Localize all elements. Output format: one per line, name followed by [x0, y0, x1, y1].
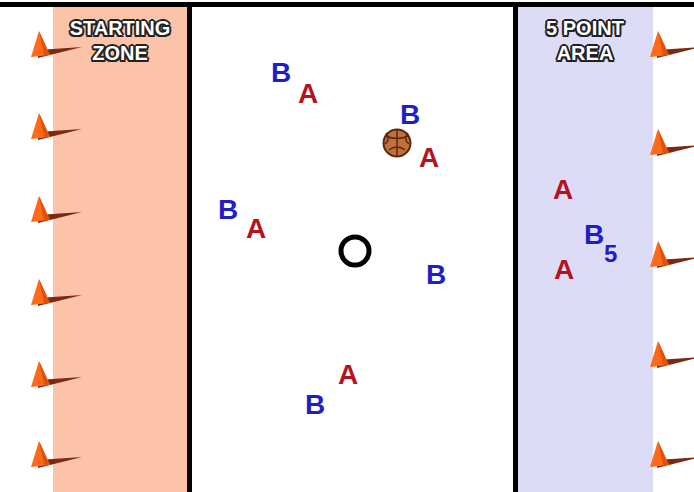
player-marker: 5: [604, 242, 617, 266]
player-marker: B: [305, 391, 325, 419]
cone-row: [31, 31, 82, 468]
player-marker: A: [554, 256, 574, 284]
top-line: [0, 2, 694, 7]
zone-title: STARTING ZONE: [59, 16, 181, 66]
field-line: [513, 4, 518, 492]
player-marker: B: [426, 261, 446, 289]
zone-band: 5 POINT AREA: [518, 6, 652, 492]
cone-row: [650, 31, 694, 468]
soccer-ball: [384, 130, 411, 157]
player-marker: A: [553, 176, 573, 204]
player-marker: B: [271, 59, 291, 87]
starting-zone-fill: [53, 6, 189, 492]
marker-ring: [341, 237, 369, 265]
zone-band: STARTING ZONE: [53, 6, 187, 492]
player-marker: A: [419, 144, 439, 172]
zone-title: 5 POINT AREA: [524, 16, 646, 66]
player-marker: B: [218, 196, 238, 224]
point-area-fill: [517, 6, 653, 492]
player-marker: B: [400, 101, 420, 129]
player-marker: B: [584, 221, 604, 249]
player-marker: A: [246, 215, 266, 243]
player-marker: A: [298, 80, 318, 108]
player-marker: A: [338, 361, 358, 389]
field-line: [187, 4, 192, 492]
